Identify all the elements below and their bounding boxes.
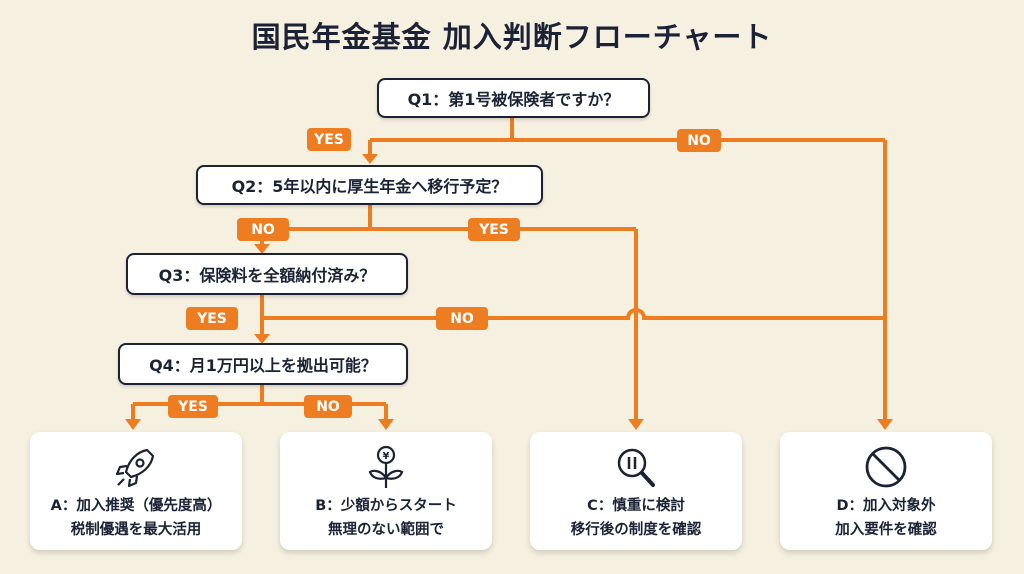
outcome-a-title: A：加入推奨（優先度高） — [50, 498, 222, 514]
magnifier-pause-icon — [617, 448, 655, 487]
q3-no-label: NO — [436, 307, 488, 330]
question-q1: Q1：第1号被保険者ですか？ — [377, 78, 650, 118]
arrow-head — [125, 419, 141, 430]
rocket-icon — [115, 448, 155, 488]
q2-no-label: NO — [237, 218, 289, 241]
connector-q4 — [131, 385, 388, 421]
outcome-c-card: C：慎重に検討 移行後の制度を確認 — [530, 432, 742, 550]
arrow-head — [378, 419, 394, 430]
outcome-b-subtitle: 無理のない範囲で — [328, 522, 444, 538]
outcome-c-title: C：慎重に検討 — [587, 498, 685, 514]
arrow-head — [628, 419, 644, 430]
q4-no-label: NO — [304, 395, 352, 418]
connector-q2 — [260, 205, 638, 420]
q3-yes-label: YES — [186, 307, 238, 330]
question-q2: Q2：5年以内に厚生年金へ移行予定？ — [196, 165, 543, 205]
outcome-a-subtitle: 税制優遇を最大活用 — [70, 522, 202, 538]
arrow-head — [877, 419, 893, 430]
q1-yes-label: YES — [307, 128, 351, 151]
outcome-d-subtitle: 加入要件を確認 — [835, 522, 937, 538]
outcome-c-subtitle: 移行後の制度を確認 — [570, 522, 702, 538]
question-q3: Q3：保険料を全額納付済み？ — [126, 253, 408, 295]
arrow-head — [254, 244, 270, 254]
outcome-a-card: A：加入推奨（優先度高） 税制優遇を最大活用 — [30, 432, 242, 550]
question-q4: Q4：月1万円以上を拠出可能？ — [118, 343, 408, 385]
prohibited-icon — [865, 446, 907, 488]
connector-q1 — [368, 118, 887, 420]
outcome-b-card: ¥ B：少額からスタート 無理のない範囲で — [280, 432, 492, 550]
outcome-b-title: B：少額からスタート — [315, 498, 457, 514]
q4-yes-label: YES — [168, 395, 218, 418]
arrow-head — [362, 154, 378, 164]
q2-yes-label: YES — [468, 218, 520, 241]
page-title: 国民年金基金 加入判断フローチャート — [251, 20, 773, 54]
yen-sprout-icon: ¥ — [368, 445, 404, 488]
outcome-d-card: D：加入対象外 加入要件を確認 — [780, 432, 992, 550]
connector-q3 — [260, 295, 885, 336]
arrow-head — [254, 334, 270, 344]
outcome-d-title: D：加入対象外 — [836, 498, 936, 514]
q1-no-label: NO — [677, 129, 721, 152]
svg-text:¥: ¥ — [383, 451, 390, 462]
